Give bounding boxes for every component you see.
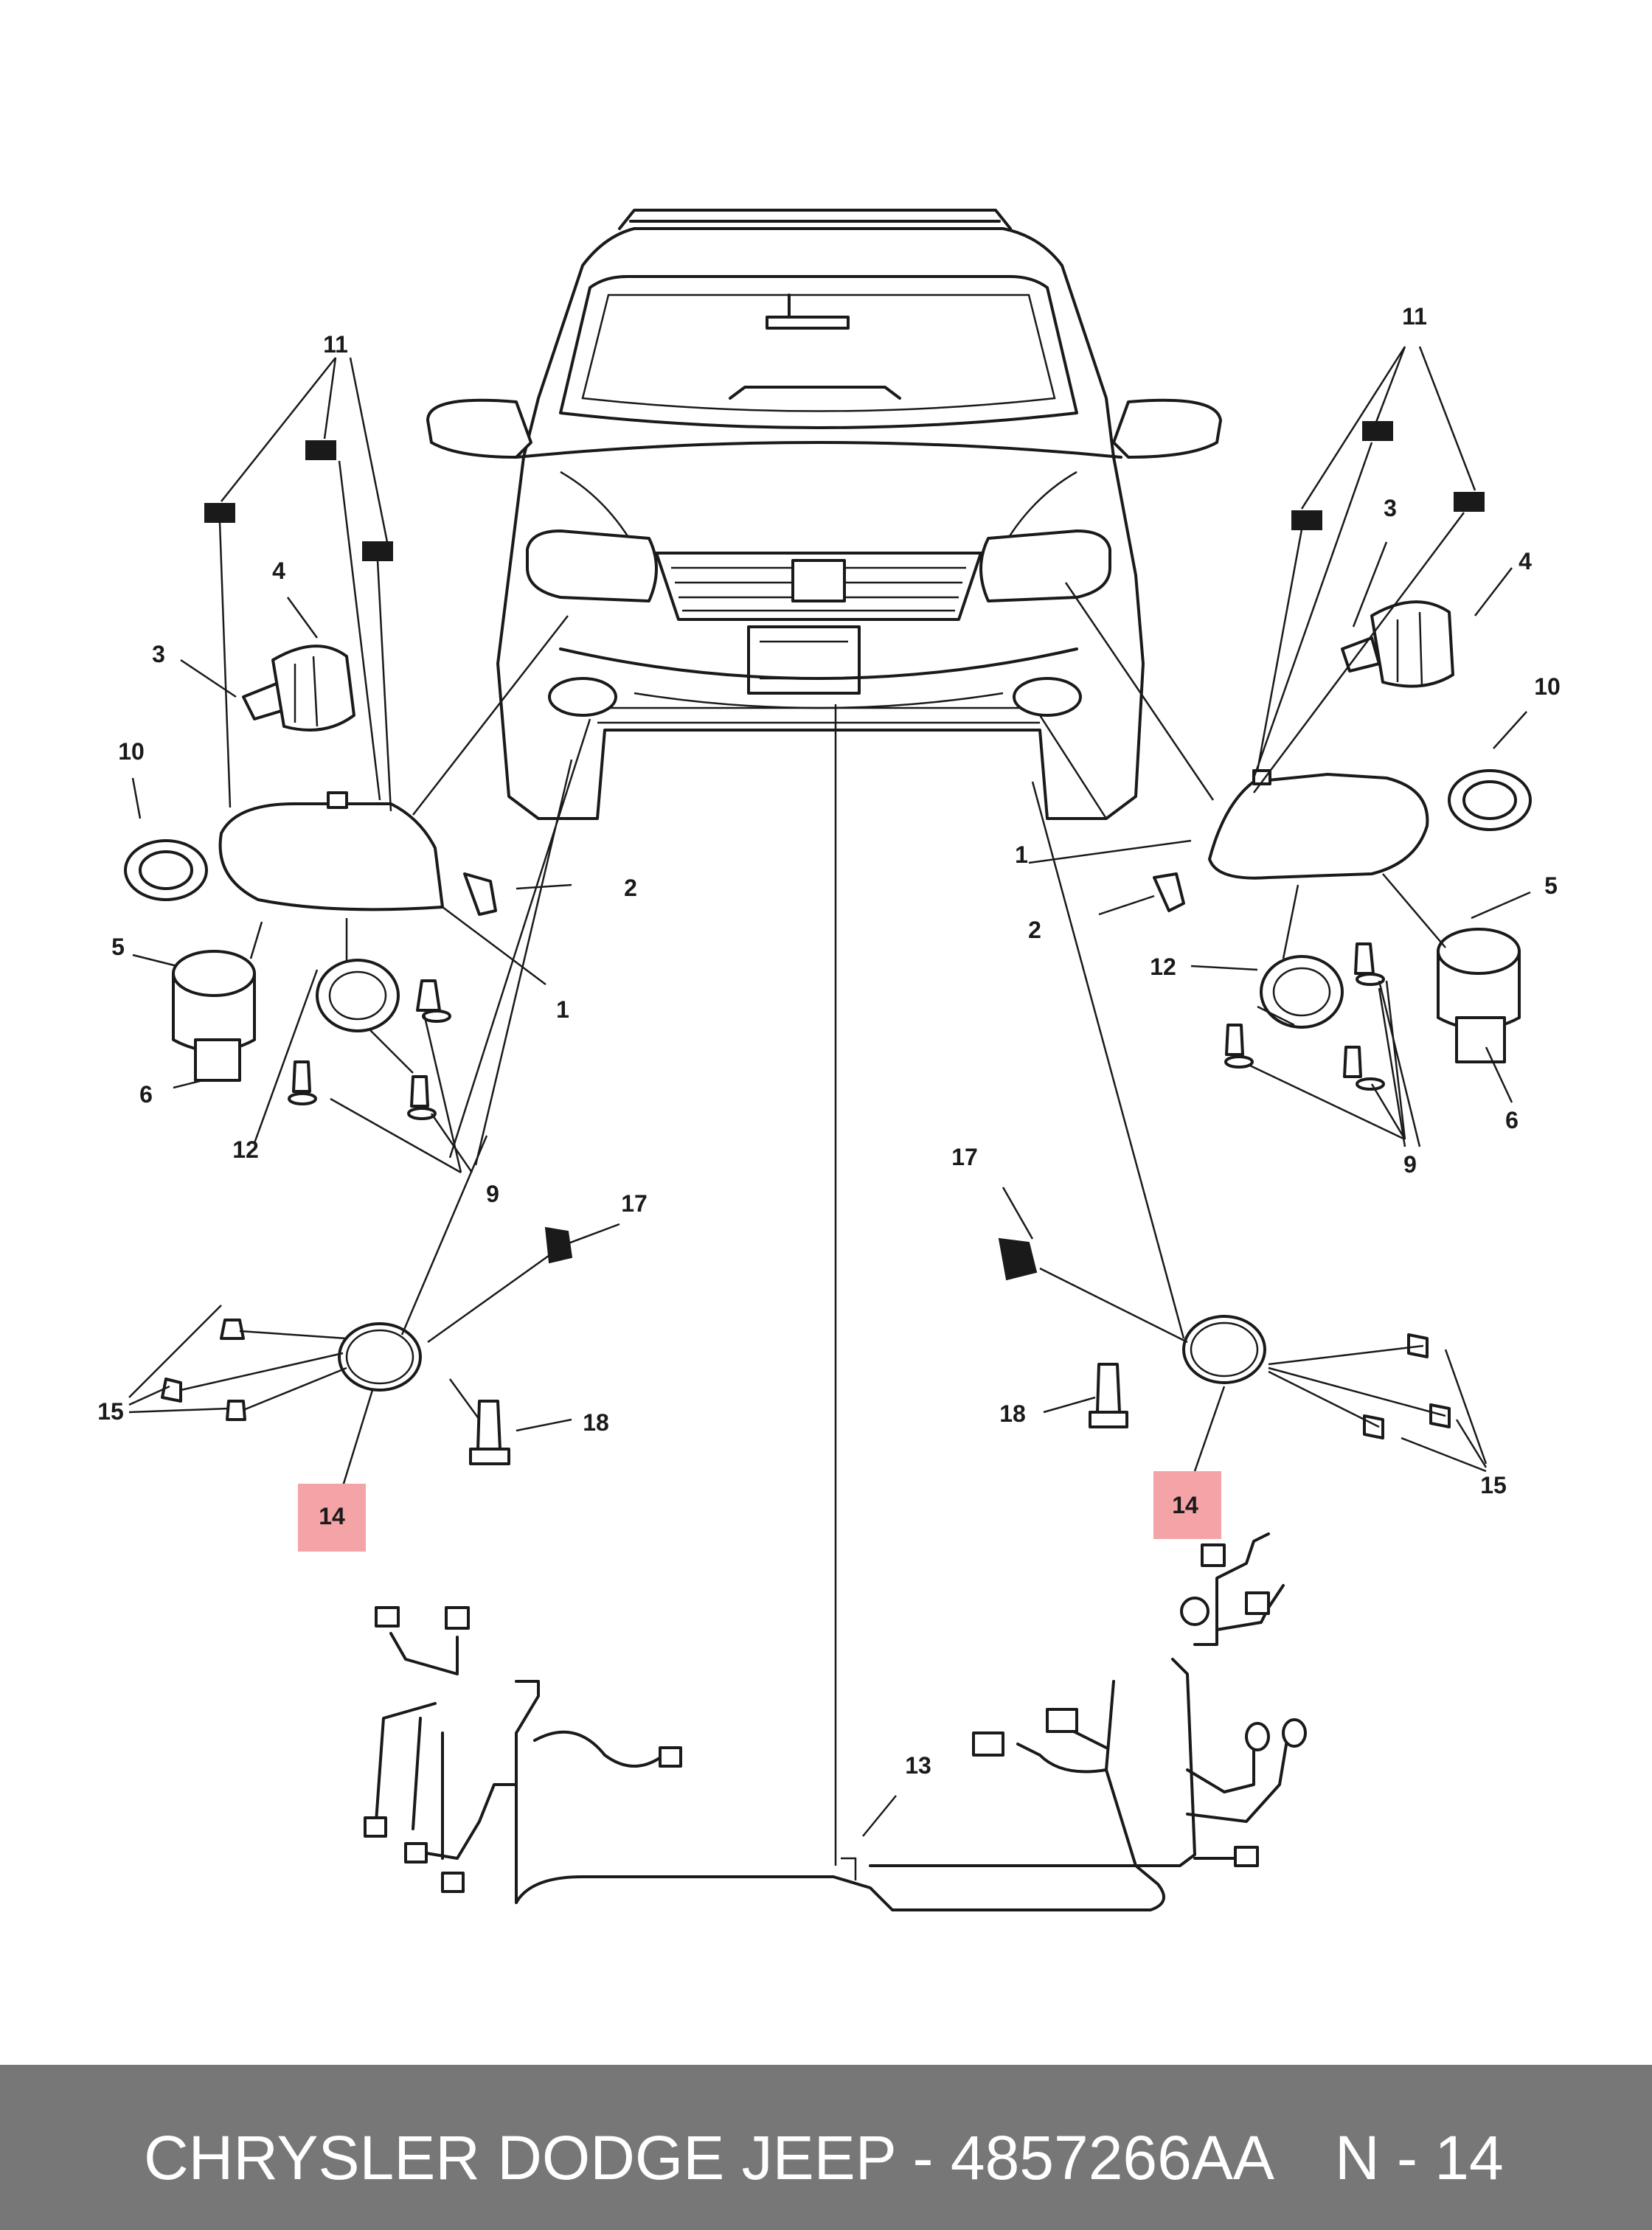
callout-right-15: 15 [1480,1472,1507,1498]
connector-icon [364,1816,387,1838]
screw-icon [416,979,441,1012]
clip-icon [1454,492,1485,512]
callout-right-6: 6 [1505,1107,1519,1133]
connector-icon [1282,1718,1307,1748]
clip-icon [1362,421,1393,441]
callout-left-5: 5 [111,934,125,960]
right-parts [998,421,1532,1439]
adjuster-screw-icon [1096,1363,1121,1414]
part-title: CHRYSLER DODGE JEEP - 4857266AA [144,2123,1274,2192]
screw-icon [1225,1024,1244,1056]
callout-right-4: 4 [1519,548,1532,574]
screw-icon [1343,1046,1362,1078]
callout-center-13: 13 [905,1752,931,1779]
callout-labels: 11 4 3 10 2 5 1 6 12 9 17 15 18 14 11 3 … [97,303,1561,1779]
callout-left-1: 1 [556,996,569,1023]
callout-right-12: 12 [1150,954,1176,980]
screw-icon [1354,942,1375,975]
clip-icon [204,503,235,523]
nut-icon [544,1226,573,1264]
clip-icon [305,440,336,460]
callout-left-4: 4 [272,558,285,584]
leader-lines [128,346,1531,1866]
callout-right-18: 18 [999,1400,1026,1427]
connector-icon [1245,1722,1270,1751]
callout-right-10: 10 [1534,673,1561,700]
callout-left-9: 9 [486,1181,499,1207]
clip-icon [1291,510,1322,530]
connector-icon [1245,1591,1270,1615]
socket-icon [1370,600,1454,688]
screw-icon [1363,1414,1384,1439]
footer-bar: CHRYSLER DODGE JEEP - 4857266AA N - 14 [0,2065,1652,2230]
screw-icon [410,1075,429,1108]
callout-left-14: 14 [319,1503,345,1529]
connector-icon [1180,1597,1210,1626]
callout-right-14: 14 [1172,1492,1198,1518]
connector-icon [659,1746,682,1768]
highlight-box-right-14 [1153,1471,1221,1539]
wiring-harness [364,1532,1307,1911]
connector-icon [375,1606,400,1628]
screw-icon [161,1378,182,1403]
callout-left-18: 18 [583,1409,609,1436]
callout-left-10: 10 [118,738,145,765]
callout-left-15: 15 [97,1398,124,1425]
vehicle-front-view [426,209,1222,820]
connector-icon [194,1038,241,1082]
callout-right-1: 1 [1015,841,1028,868]
callout-right-9: 9 [1403,1151,1417,1178]
callout-right-3: 3 [1384,495,1397,521]
screw-icon [226,1400,246,1421]
callout-left-12: 12 [232,1136,259,1163]
connector-icon [1455,1016,1506,1063]
connector-icon [441,1872,465,1893]
callout-right-2: 2 [1028,917,1041,943]
retaining-ring-icon [1260,955,1344,1029]
connector-icon [972,1731,1004,1757]
connector-icon [404,1842,428,1863]
callout-left-6: 6 [139,1081,153,1108]
headlamp-icon [1208,773,1429,880]
callout-left-11: 11 [323,331,348,358]
callout-right-17: 17 [951,1144,978,1170]
connector-icon [445,1606,470,1630]
highlight-box-left-14 [298,1484,366,1552]
callout-right-5: 5 [1544,872,1558,899]
connector-icon [1201,1543,1226,1567]
retaining-ring-icon [316,959,400,1032]
callout-left-3: 3 [152,641,165,667]
screw-icon [1429,1403,1451,1428]
clip-icon [1153,872,1185,912]
connector-icon [1234,1846,1259,1867]
callout-right-11: 11 [1402,303,1427,330]
clip-icon [463,872,497,916]
parts-diagram: 11 4 3 10 2 5 1 6 12 9 17 15 18 14 11 3 … [97,209,1561,1911]
socket-icon [271,645,355,732]
callout-left-17: 17 [621,1190,648,1217]
nut-icon [998,1237,1038,1281]
connector-icon [1046,1708,1078,1733]
headlamp-icon [218,802,444,911]
callout-left-2: 2 [624,875,637,901]
diagram-code: N - 14 [1335,2123,1504,2192]
left-parts [124,440,573,1465]
screw-icon [292,1060,311,1093]
adjuster-screw-icon [476,1400,502,1451]
clip-icon [362,541,393,561]
fog-lamp-icon [1182,1315,1266,1384]
screw-icon [220,1319,245,1340]
fog-lamp-icon [338,1322,422,1392]
